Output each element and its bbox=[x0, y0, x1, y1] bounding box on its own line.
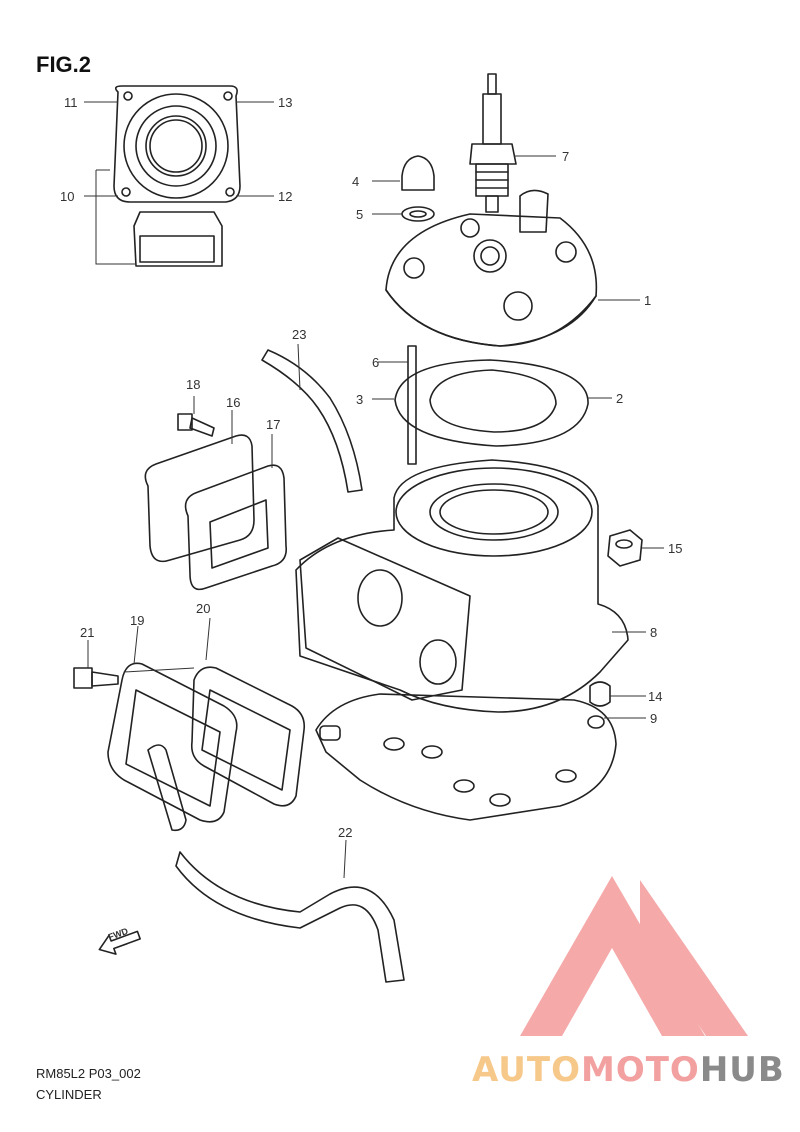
brand-part-hub: HUB bbox=[699, 1050, 785, 1090]
fwd-arrow-icon bbox=[98, 930, 141, 955]
diagram-code: RM85L2 P03_002 bbox=[36, 1066, 141, 1081]
callout-17: 17 bbox=[266, 417, 281, 432]
callout-10: 10 bbox=[60, 189, 75, 204]
brand-part-auto: AUTO bbox=[472, 1050, 581, 1090]
o-ring-inner bbox=[429, 369, 557, 433]
callout-13: 13 bbox=[278, 95, 293, 110]
nut-15 bbox=[607, 529, 643, 567]
bolt-18 bbox=[177, 413, 215, 437]
reed-cover-gasket bbox=[190, 666, 306, 807]
callout-12: 12 bbox=[278, 189, 293, 204]
figure-title: FIG.2 bbox=[36, 52, 92, 77]
callout-21: 21 bbox=[80, 625, 95, 640]
callout-20: 20 bbox=[196, 601, 211, 616]
callout-3: 3 bbox=[356, 392, 364, 407]
dowel-pin bbox=[589, 681, 611, 707]
inset-cylinder-view bbox=[95, 85, 241, 267]
callout-14: 14 bbox=[648, 689, 663, 704]
cap-nut bbox=[401, 155, 435, 191]
reed-cover bbox=[107, 662, 238, 823]
vent-hose bbox=[175, 851, 405, 983]
stud-bolt bbox=[407, 345, 417, 465]
callout-5: 5 bbox=[356, 207, 364, 222]
washer bbox=[401, 206, 435, 222]
callout-11: 11 bbox=[64, 95, 78, 110]
reed-gasket-16 bbox=[144, 434, 255, 563]
callout-9: 9 bbox=[650, 711, 658, 726]
callout-1: 1 bbox=[644, 293, 652, 308]
spark-plug bbox=[469, 73, 517, 213]
diagram-caption: CYLINDER bbox=[36, 1087, 102, 1102]
breather-hose bbox=[261, 349, 363, 493]
bolt-21 bbox=[73, 667, 119, 689]
callout-16: 16 bbox=[226, 395, 241, 410]
leader-lines bbox=[84, 101, 664, 879]
callout-8: 8 bbox=[650, 625, 658, 640]
brand-part-moto: MOTO bbox=[580, 1050, 700, 1090]
watermark-logo bbox=[520, 876, 748, 1036]
callout-15: 15 bbox=[668, 541, 683, 556]
callout-7: 7 bbox=[562, 149, 570, 164]
reed-gasket-17 bbox=[184, 464, 288, 591]
callout-18: 18 bbox=[186, 377, 201, 392]
callout-19: 19 bbox=[130, 613, 145, 628]
base-gasket bbox=[315, 693, 617, 821]
o-ring-outer bbox=[394, 359, 589, 447]
cylinder bbox=[295, 459, 629, 713]
callout-23: 23 bbox=[292, 327, 307, 342]
cylinder-head bbox=[385, 189, 598, 347]
hose-fitting bbox=[147, 744, 187, 832]
callout-22: 22 bbox=[338, 825, 353, 840]
callout-6: 6 bbox=[372, 355, 380, 370]
callout-2: 2 bbox=[616, 391, 624, 406]
watermark-brand: AUTOMOTOHUB bbox=[472, 1050, 785, 1090]
callout-4: 4 bbox=[352, 174, 360, 189]
